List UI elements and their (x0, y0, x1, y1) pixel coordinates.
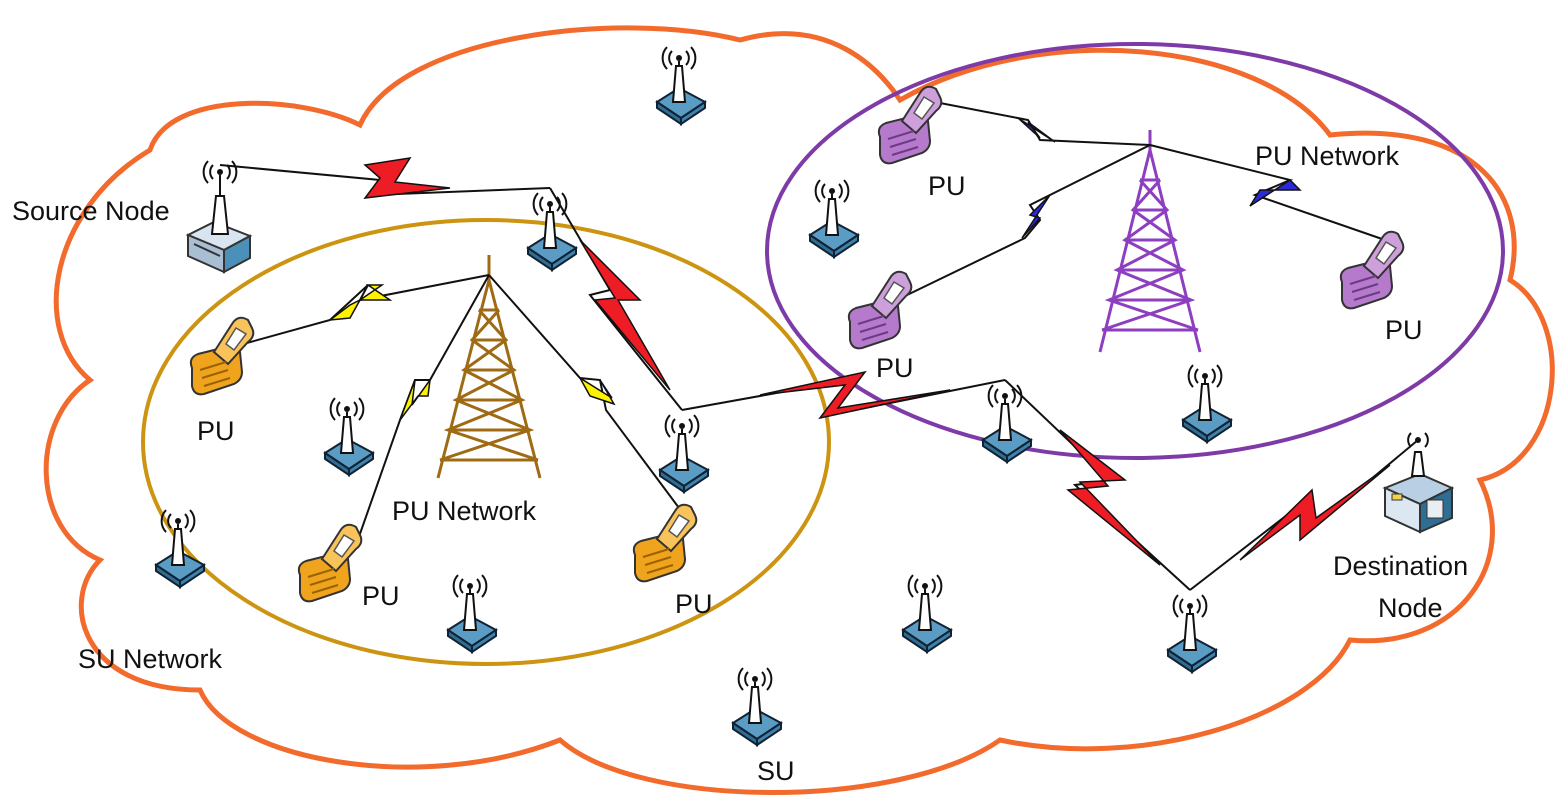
source-node-server-router-icon[interactable] (185, 160, 253, 274)
pu-right-3-label: PU (1385, 315, 1423, 345)
su-node-antenna-router-icon[interactable] (527, 192, 577, 271)
pu-right-2-mobile-phone-icon[interactable] (847, 270, 913, 350)
destination-node-label-line2: Node (1378, 593, 1443, 623)
pu-links-right (904, 102, 1386, 297)
su-node-antenna-router-icon[interactable] (1182, 364, 1232, 443)
pu-right-2-label: PU (876, 353, 914, 383)
destination-node-label-line1: Destination (1333, 551, 1468, 581)
pu-left-2-label: PU (362, 581, 400, 611)
pu-left-1-mobile-phone-icon[interactable] (189, 316, 255, 396)
pu-left-3-label: PU (675, 589, 713, 619)
pu-network-left-label: PU Network (392, 496, 537, 526)
destination-node-building-node-icon[interactable] (1382, 432, 1455, 534)
pu-right-1-label: PU (928, 171, 966, 201)
pu-network-right-label: PU Network (1255, 141, 1400, 171)
su-node-antenna-router-icon[interactable] (732, 667, 782, 746)
source-node-label: Source Node (12, 196, 170, 226)
su-network-cloud (43, 25, 1555, 795)
su-node-antenna-router-icon[interactable] (809, 179, 859, 258)
su-node-antenna-router-icon[interactable] (902, 574, 952, 653)
su-links-path (219, 157, 1419, 591)
pu-left-1-label: PU (197, 416, 235, 446)
pu-right-3-mobile-phone-icon[interactable] (1339, 230, 1405, 310)
su-node-antenna-router-icon[interactable] (324, 397, 374, 476)
pu-network-right-boundary (765, 42, 1505, 460)
su-network-label: SU Network (78, 644, 223, 674)
su-node-antenna-router-icon[interactable] (659, 414, 709, 493)
su-node-antenna-router-icon[interactable] (155, 509, 205, 588)
pu-left-3-mobile-phone-icon[interactable] (632, 503, 698, 583)
pu-links-left (235, 274, 689, 549)
su-node-antenna-router-icon[interactable] (656, 46, 706, 125)
su-node-antenna-router-icon[interactable] (1167, 594, 1217, 673)
pu-left-2-mobile-phone-icon[interactable] (297, 523, 363, 603)
pu-network-left-boundary (141, 218, 831, 666)
pu-base-station-right-tower-icon (1098, 130, 1202, 353)
su-label: SU (757, 756, 795, 786)
pu-base-station-left-tower-icon (436, 255, 542, 479)
su-node-antenna-router-icon[interactable] (447, 574, 497, 653)
